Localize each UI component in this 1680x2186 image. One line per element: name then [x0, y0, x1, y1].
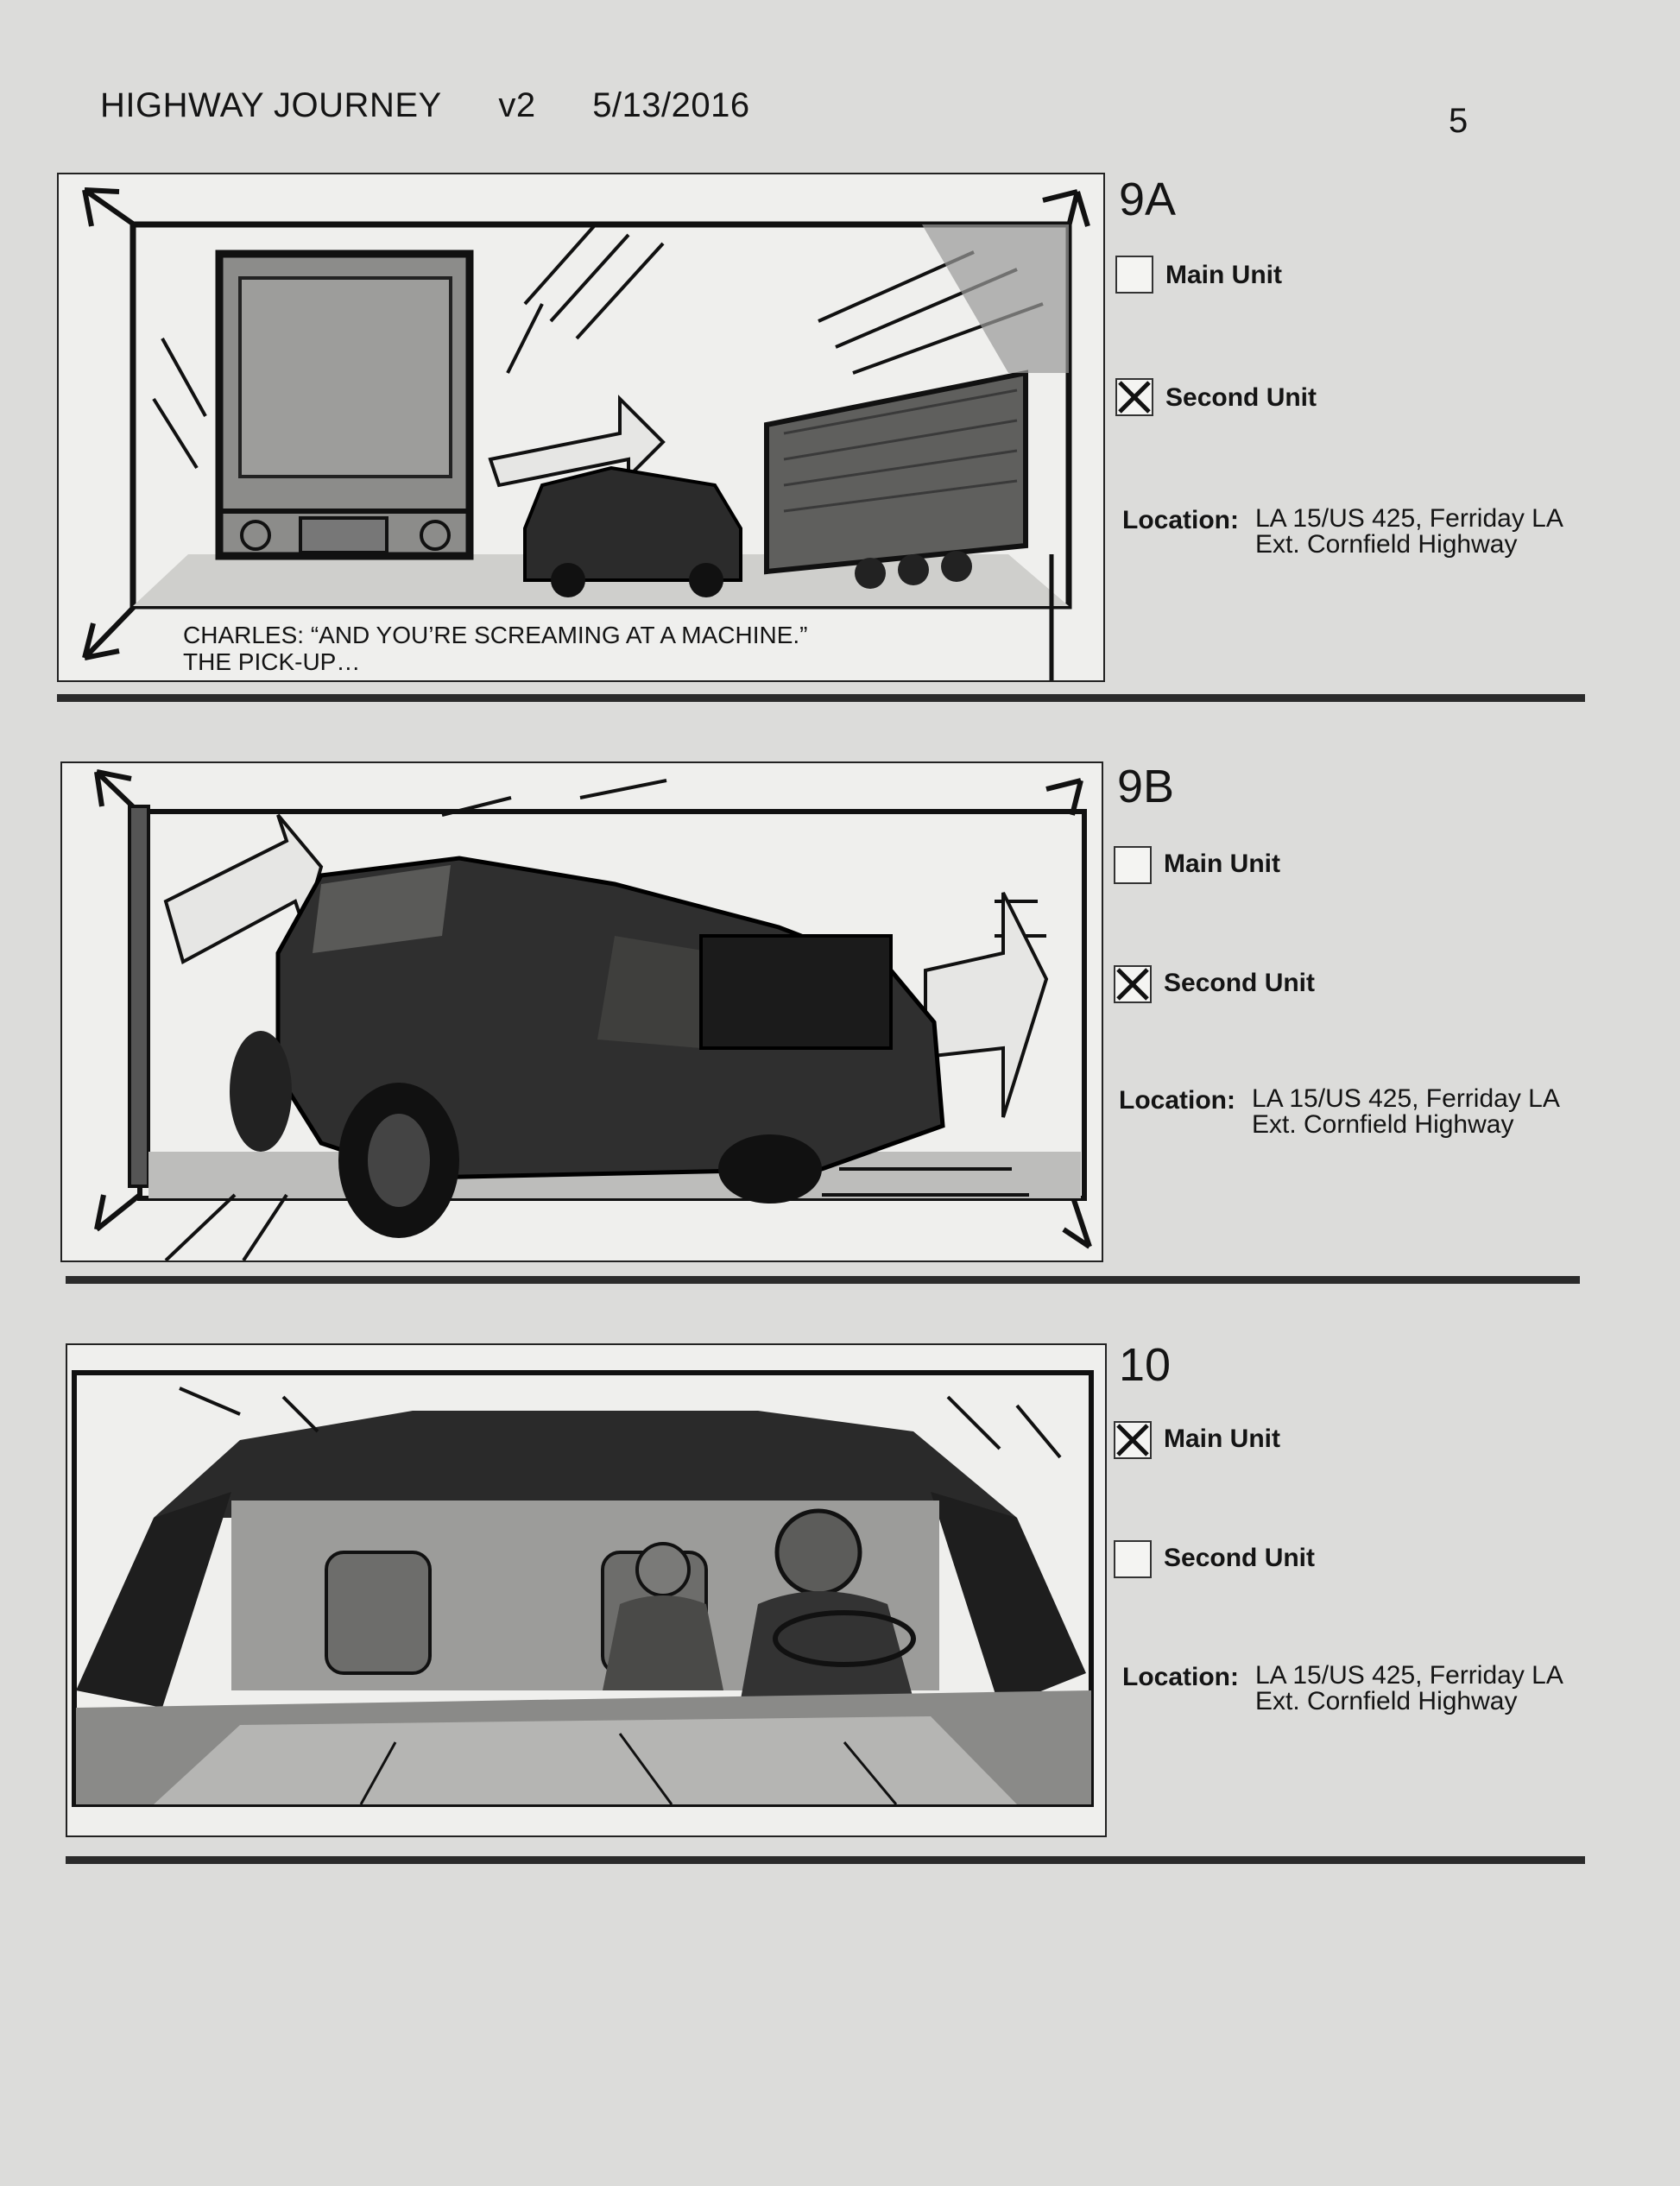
version-label: v2 — [498, 86, 536, 124]
shot-number-10: 10 — [1119, 1339, 1172, 1391]
sketch-pickup-truck — [62, 763, 1102, 1260]
location-label: Location: — [1122, 506, 1239, 534]
location-label: Location: — [1122, 1663, 1239, 1691]
check-x-icon — [1116, 1424, 1149, 1456]
page-header: HIGHWAY JOURNEY v2 5/13/2016 — [100, 86, 797, 125]
check-x-icon — [1118, 381, 1151, 414]
second-unit-checkbox-9b[interactable] — [1114, 965, 1152, 1003]
second-unit-label: Second Unit — [1164, 1544, 1316, 1572]
date-label: 5/13/2016 — [592, 86, 750, 124]
second-unit-label: Second Unit — [1164, 969, 1316, 997]
location-line: LA 15/US 425, Ferriday LA — [1252, 1084, 1560, 1113]
panel-caption-9a: CHARLES: “AND YOU’RE SCREAMING AT A MACH… — [183, 622, 807, 675]
document-title: HIGHWAY JOURNEY — [100, 86, 442, 124]
location-line: Ext. Cornfield Highway — [1252, 1110, 1514, 1139]
divider — [66, 1276, 1580, 1284]
storyboard-panel-9b — [60, 761, 1103, 1262]
page-number: 5 — [1449, 102, 1468, 140]
main-unit-label: Main Unit — [1165, 261, 1282, 289]
check-x-icon — [1116, 968, 1149, 1001]
shot-number-9b: 9B — [1117, 761, 1175, 812]
divider — [57, 694, 1585, 702]
second-unit-label: Second Unit — [1165, 383, 1317, 412]
location-line: LA 15/US 425, Ferriday LA — [1255, 1661, 1563, 1690]
sketch-highway-trucks — [59, 174, 1103, 680]
second-unit-checkbox-10[interactable] — [1114, 1540, 1152, 1578]
main-unit-label: Main Unit — [1164, 850, 1280, 878]
caption-line: CHARLES: “AND YOU’RE SCREAMING AT A MACH… — [183, 622, 808, 648]
storyboard-panel-9a: CHARLES: “AND YOU’RE SCREAMING AT A MACH… — [57, 173, 1105, 682]
shot-number-9a: 9A — [1119, 174, 1177, 225]
location-line: Ext. Cornfield Highway — [1255, 1687, 1518, 1715]
location-line: Ext. Cornfield Highway — [1255, 530, 1518, 559]
divider — [66, 1856, 1585, 1864]
main-unit-checkbox-9b[interactable] — [1114, 846, 1152, 884]
storyboard-panel-10 — [66, 1343, 1107, 1837]
second-unit-checkbox-9a[interactable] — [1115, 378, 1153, 416]
caption-line: THE PICK-UP… — [183, 648, 361, 675]
main-unit-checkbox-9a[interactable] — [1115, 256, 1153, 294]
sketch-car-interior — [67, 1345, 1105, 1835]
location-label: Location: — [1119, 1086, 1235, 1115]
main-unit-checkbox-10[interactable] — [1114, 1421, 1152, 1459]
main-unit-label: Main Unit — [1164, 1425, 1280, 1453]
location-line: LA 15/US 425, Ferriday LA — [1255, 504, 1563, 533]
